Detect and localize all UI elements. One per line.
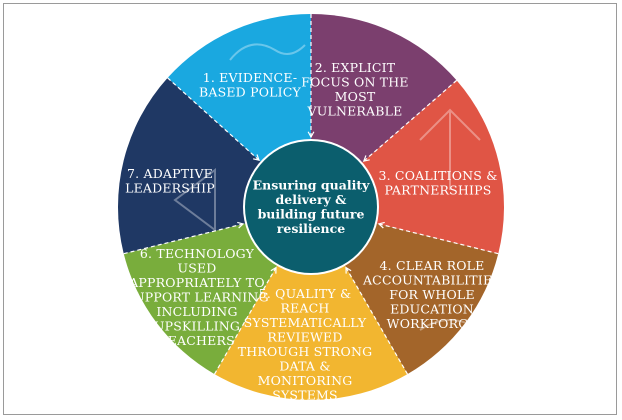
segment-label-line: BASED POLICY — [199, 85, 302, 100]
segment-label-line: APPROPRIATELY TO — [128, 275, 265, 290]
decorative-artwork-icon — [173, 168, 216, 232]
segment-label-line: MONITORING — [258, 373, 353, 388]
arrowhead-icon — [345, 266, 352, 274]
arrowhead-icon — [253, 154, 260, 161]
segment-label-line: 4. CLEAR ROLE — [380, 258, 485, 273]
segment-label-line: SYSTEMS — [272, 388, 338, 403]
arrowhead-icon — [377, 221, 385, 229]
segment-label-line: TEACHERS — [159, 333, 235, 348]
segment-label-3: 3. COALITIONS &PARTNERSHIPS — [378, 168, 497, 198]
segment-label-line: MOST — [335, 89, 376, 104]
segment-label-line: INCLUDING — [156, 304, 237, 319]
center-circle — [245, 141, 377, 273]
segment-label-line: 1. EVIDENCE- — [203, 70, 298, 85]
segment-label-line: 3. COALITIONS & — [378, 168, 497, 183]
segment-label-line: SUPPORT LEARNING — [125, 290, 269, 305]
segment-label-line: FOR WHOLE — [389, 287, 475, 302]
segment-label-line: FOCUS ON THE — [301, 75, 408, 90]
segment-label-line: DATA & — [279, 359, 330, 374]
segment-label-line: EDUCATION — [390, 302, 474, 317]
segment-label-line: UPSKILLING — [154, 319, 240, 334]
segment-label-line: WORKFORCE — [387, 316, 478, 331]
segment-label-line: LEADERSHIP — [125, 181, 215, 196]
segment-label-line: USED — [177, 261, 216, 276]
arrowhead-icon — [307, 131, 315, 139]
segment-label-line: THROUGH STRONG — [238, 344, 373, 359]
arrowhead-icon — [362, 155, 370, 162]
center-label-line: delivery & — [276, 192, 348, 207]
segment-label-line: 2. EXPLICIT — [315, 60, 396, 75]
segment-label-line: 5. QUALITY & — [259, 286, 352, 301]
decorative-artwork-icon — [229, 43, 306, 61]
center-label-line: Ensuring quality — [253, 177, 370, 192]
segment-dividers — [123, 14, 499, 375]
segment-label-line: ACCOUNTABILITIES — [362, 273, 501, 288]
center-label-line: resilience — [277, 221, 345, 236]
arrowhead-icon — [237, 221, 245, 229]
segment-label-line: 7. ADAPTIVE — [127, 166, 213, 181]
image-frame — [3, 3, 617, 415]
center-label-line: building future — [258, 206, 365, 221]
segment-label-line: REVIEWED — [267, 330, 342, 345]
segment-label-line: 6. TECHNOLOGY — [140, 246, 255, 261]
segment-label-line: REACH — [280, 301, 329, 316]
arrowhead-icon — [270, 266, 277, 274]
segment-5 — [214, 207, 408, 400]
segment-label-1: 1. EVIDENCE-BASED POLICY — [199, 70, 302, 100]
segment-label-line: PARTNERSHIPS — [384, 183, 491, 198]
decorative-artwork-icon — [419, 319, 481, 331]
segment-label-line: VULNERABLE — [307, 104, 403, 119]
segment-label-line: SYSTEMATICALLY — [244, 315, 367, 330]
decorative-artwork-icon — [419, 108, 481, 190]
